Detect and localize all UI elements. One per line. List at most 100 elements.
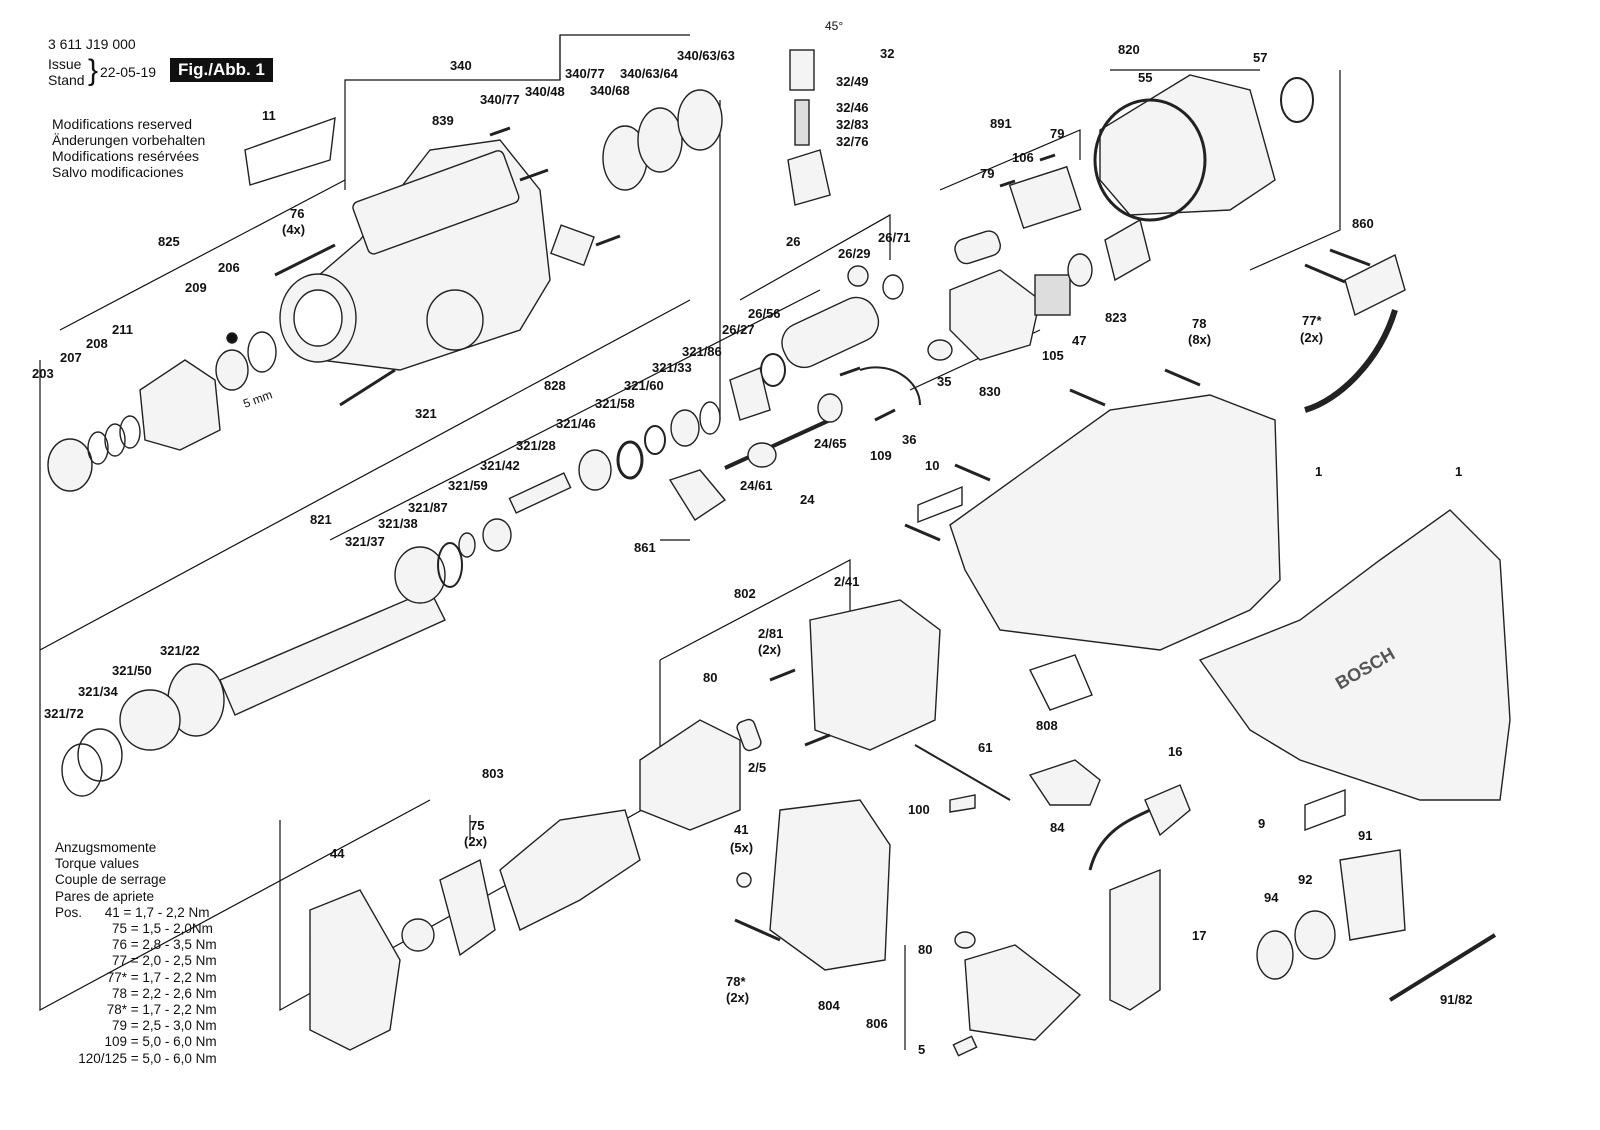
bracket-340-48: [549, 224, 595, 267]
torque-row: 77 = 2,0 - 2,5 Nm: [55, 953, 217, 969]
ring-80: [954, 931, 976, 949]
stand-label: Stand: [48, 72, 85, 88]
callout-321-33: 321/33: [652, 360, 692, 375]
ring-gasket: [247, 331, 277, 373]
callout-76: 76: [290, 206, 304, 221]
part-91: [1339, 849, 1406, 941]
cable-91-82: [1388, 933, 1497, 1002]
ring-321-33: [670, 409, 700, 447]
shaft-24: [724, 418, 831, 470]
housing-selector-disc: [426, 289, 484, 351]
callout-77s: 77*: [1302, 313, 1322, 328]
ring-321-58: [616, 440, 644, 480]
callout-78s: 78*: [726, 974, 746, 989]
screw-109b: [839, 366, 861, 377]
torque-pos: 78: [111, 985, 127, 1001]
bearing-803: [401, 918, 435, 952]
callout-2-81-qty: (2x): [758, 642, 781, 657]
spring-5: [952, 1035, 978, 1057]
modifications-notice: Modifications reserved Änderungen vorbeh…: [52, 116, 205, 180]
torque-row: 78 = 2,2 - 2,6 Nm: [55, 986, 217, 1002]
modifications-line: Änderungen vorbehalten: [52, 132, 206, 148]
screw-78b: [1069, 388, 1106, 407]
housing-half-1a: [949, 394, 1281, 651]
callout-16: 16: [1168, 744, 1182, 759]
baffle-803: [439, 858, 496, 957]
screw-41: [736, 872, 752, 888]
callout-78: 78: [1192, 316, 1206, 331]
piston-321-46: [578, 449, 612, 491]
callout-806: 806: [866, 1016, 888, 1031]
callout-321-28: 321/28: [516, 438, 556, 453]
callout-10: 10: [925, 458, 939, 473]
torque-pos: 77*: [106, 969, 127, 985]
callout-92: 92: [1298, 872, 1312, 887]
torque-pos: 41: [104, 904, 120, 920]
brush-holder-32-76: [787, 149, 831, 206]
torque-pos: 120/125: [78, 1050, 127, 1066]
callout-80: 80: [918, 942, 932, 957]
callout-209: 209: [185, 280, 207, 295]
handle-cover-17: [1109, 868, 1161, 1011]
callout-820: 820: [1118, 42, 1140, 57]
callout-61: 61: [978, 740, 992, 755]
issue-label: Issue: [48, 56, 82, 72]
torque-row: 76 = 2,8 - 3,5 Nm: [55, 937, 217, 953]
callout-340: 340: [450, 58, 472, 73]
torque-table: Anzugsmomente Torque values Couple de se…: [55, 840, 217, 1067]
screw-340-77: [489, 126, 511, 137]
callout-321-86: 321/86: [682, 344, 722, 359]
hook-860: [1304, 309, 1398, 413]
gear-47: [1067, 253, 1093, 287]
ring-321-38: [394, 546, 446, 604]
callout-1: 1: [1455, 464, 1462, 479]
callout-321-58: 321/58: [595, 396, 635, 411]
callout-24: 24: [800, 492, 815, 507]
callout-57: 57: [1253, 50, 1267, 65]
callout-24-65: 24/65: [814, 436, 847, 451]
screw-109: [874, 408, 896, 422]
callout-32-49: 32/49: [836, 74, 869, 89]
torque-pos: 78*: [106, 1002, 127, 1018]
callout-17: 17: [1192, 928, 1206, 943]
callout-203: 203: [32, 366, 54, 381]
callout-208: 208: [86, 336, 108, 351]
callout-2-5: 2/5: [748, 760, 766, 775]
ring-26-71: [882, 274, 904, 300]
screw-340-48: [595, 234, 621, 247]
dimension-note: 5 mm: [241, 387, 274, 410]
torque-value: = 5,0 - 6,0 Nm: [130, 1050, 217, 1066]
torque-row: 109 = 5,0 - 6,0 Nm: [55, 1034, 216, 1050]
callout-75: 75: [470, 818, 484, 833]
callout-321: 321: [415, 406, 437, 421]
callout-825: 825: [158, 234, 180, 249]
callout-321-37: 321/37: [345, 534, 385, 549]
ring-321-87: [437, 542, 463, 588]
callout-41-qty: (5x): [730, 840, 753, 855]
striker-321-28: [508, 472, 572, 514]
modifications-line: Modifications reserved: [52, 116, 193, 132]
callout-321-22: 321/22: [160, 643, 200, 658]
screw-79: [1039, 153, 1056, 162]
part-100: [949, 794, 976, 813]
callout-91: 91: [1358, 828, 1372, 843]
torque-row: 120/125 = 5,0 - 6,0 Nm: [55, 1051, 217, 1067]
group-line-821: [39, 299, 691, 651]
callout-75-qty: (2x): [464, 834, 487, 849]
callout-861: 861: [634, 540, 656, 555]
ring-321-42: [482, 518, 512, 552]
screw-2-81: [769, 668, 796, 682]
group-line-26: [739, 213, 891, 301]
spring-32-83: [794, 99, 810, 146]
torque-pos: 79: [111, 1018, 127, 1034]
screw-77s: [1304, 263, 1346, 284]
seal-ring-55: [1093, 98, 1207, 222]
housing-top-cover: [352, 150, 520, 255]
ring-340-63-63: [677, 89, 723, 151]
label-9: [1304, 788, 1346, 832]
callout-803: 803: [482, 766, 504, 781]
parts-shapes: [47, 49, 1511, 1057]
ring-207: [87, 431, 109, 465]
switch-16: [1144, 784, 1191, 837]
